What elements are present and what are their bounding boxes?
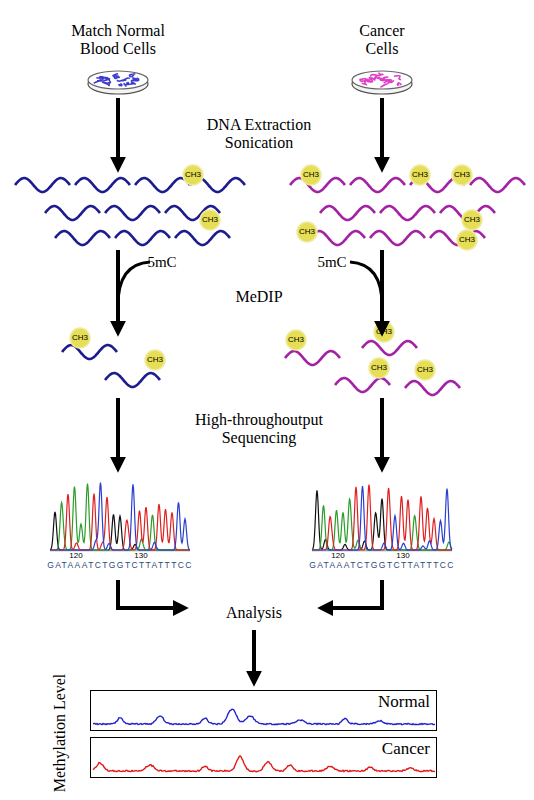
sequence-trace xyxy=(50,484,190,550)
sequence-trace xyxy=(50,494,190,550)
dna-fragment xyxy=(45,206,100,220)
methyl-tag: CH3 xyxy=(185,171,201,180)
dna-fragment xyxy=(175,231,230,245)
flow-arrow xyxy=(380,398,384,468)
step-label: MeDIP xyxy=(235,288,282,306)
merge-line xyxy=(118,262,150,305)
methyl-circle xyxy=(301,165,321,185)
panel-label: Cancer xyxy=(382,739,430,759)
methyl-tag: CH3 xyxy=(459,236,475,245)
base-position: 130 xyxy=(396,552,409,561)
dna-fragment xyxy=(285,351,340,365)
sequence-trace xyxy=(312,485,452,550)
dna-fragment xyxy=(405,381,460,395)
sequence-trace xyxy=(312,486,452,550)
dna-fragment xyxy=(105,373,160,387)
methyl-circle xyxy=(200,210,220,230)
methyl-tag: CH3 xyxy=(376,328,392,337)
dna-fragment xyxy=(380,206,435,220)
dna-fragment xyxy=(310,231,365,245)
methyl-circle xyxy=(369,358,389,378)
dna-fragment xyxy=(62,345,117,359)
sequence-trace xyxy=(50,483,190,550)
plot-panel: Normal xyxy=(90,690,437,731)
flow-arrow xyxy=(116,98,120,168)
plot-panel: Cancer xyxy=(90,737,437,778)
dna-fragment xyxy=(105,206,160,220)
methyl-tag: CH3 xyxy=(147,356,163,365)
step-label: Analysis xyxy=(226,604,282,622)
petri-dish xyxy=(352,71,412,94)
petri-dish xyxy=(88,71,148,94)
sample-title: Match Normal Blood Cells xyxy=(58,22,178,57)
methylation-profile xyxy=(93,709,435,724)
methyl-tag: CH3 xyxy=(303,171,319,180)
dna-fragment xyxy=(350,178,405,192)
flow-arrow xyxy=(322,580,382,608)
dna-fragment xyxy=(335,378,390,392)
base-sequence: GATAAATCTGGTCTTATTTCC xyxy=(47,561,193,570)
flow-arrow xyxy=(118,580,184,608)
methyl-circle xyxy=(145,350,165,370)
merge-line xyxy=(350,262,382,305)
methyl-circle xyxy=(415,360,435,380)
flow-arrow xyxy=(252,630,256,682)
dna-fragment xyxy=(470,178,525,192)
dna-fragment xyxy=(135,178,190,192)
methyl-tag: CH3 xyxy=(371,364,387,373)
base-position: 130 xyxy=(134,552,147,561)
base-sequence: GATAAATCTGGTCTTATTTCC xyxy=(309,561,455,570)
axis-title: Methylation Level xyxy=(51,674,69,793)
dna-fragment xyxy=(55,231,110,245)
methyl-circle xyxy=(183,165,203,185)
dna-fragment xyxy=(115,231,170,245)
antibody-label: 5mC xyxy=(317,254,346,271)
dna-fragment xyxy=(75,178,130,192)
base-position: 120 xyxy=(331,552,344,561)
dna-fragment xyxy=(15,178,70,192)
methyl-circle xyxy=(462,210,482,230)
methyl-tag: CH3 xyxy=(288,336,304,345)
methyl-circle xyxy=(297,222,317,242)
methyl-circle xyxy=(457,230,477,250)
step-label: DNA Extraction Sonication xyxy=(184,116,334,151)
methyl-circle xyxy=(286,330,306,350)
methyl-tag: CH3 xyxy=(412,171,428,180)
panel-label: Normal xyxy=(378,692,430,712)
flow-arrow xyxy=(116,398,120,468)
flow-arrow xyxy=(380,98,384,168)
sample-title: Cancer Cells xyxy=(342,22,422,57)
methyl-circle xyxy=(410,165,430,185)
antibody-label: 5mC xyxy=(147,254,176,271)
methyl-circle xyxy=(70,328,90,348)
methyl-tag: CH3 xyxy=(299,228,315,237)
methyl-tag: CH3 xyxy=(454,171,470,180)
methyl-tag: CH3 xyxy=(464,216,480,225)
methyl-tag: CH3 xyxy=(202,216,218,225)
dna-fragment xyxy=(370,231,425,245)
methylation-profile xyxy=(93,756,435,772)
step-label: High-throughoutput Sequencing xyxy=(164,411,354,446)
dna-fragment xyxy=(362,341,417,355)
methyl-circle xyxy=(452,165,472,185)
methyl-tag: CH3 xyxy=(417,366,433,375)
base-position: 120 xyxy=(69,552,82,561)
methyl-tag: CH3 xyxy=(72,334,88,343)
dna-fragment xyxy=(320,206,375,220)
